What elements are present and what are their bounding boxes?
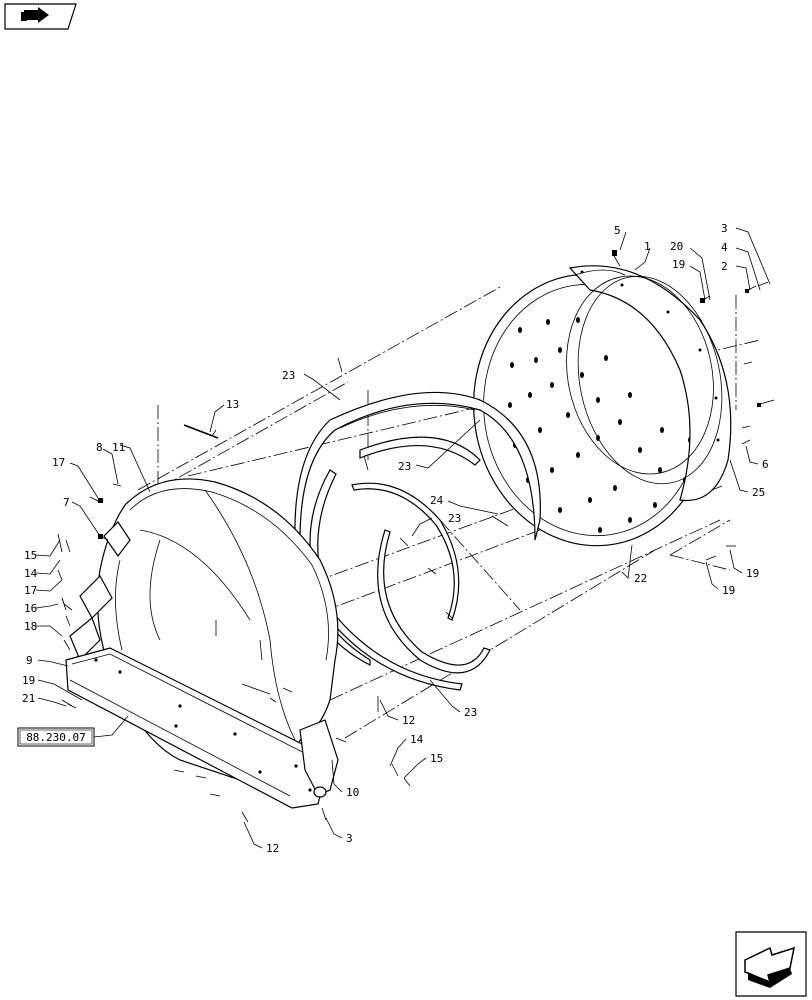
base-plate-part [65, 647, 331, 809]
callout-12: 12 [266, 842, 279, 855]
callout-4: 4 [721, 241, 728, 254]
callout-25: 25 [752, 486, 765, 499]
return-arrow-icon[interactable] [4, 3, 77, 30]
callout-13: 13 [226, 398, 239, 411]
continue-arrow-icon[interactable] [735, 931, 807, 997]
leader-lines [35, 227, 771, 849]
callout-15: 15 [430, 752, 443, 765]
callout-14: 14 [410, 733, 424, 746]
callout-14: 14 [24, 567, 38, 580]
curved-vane-inner-1 [359, 436, 481, 466]
callout-11: 11 [112, 441, 125, 454]
reference-label: 88.230.07 [26, 731, 86, 744]
callout-23: 23 [448, 512, 461, 525]
callout-19: 19 [722, 584, 735, 597]
callout-12: 12 [402, 714, 415, 727]
callout-24: 24 [430, 494, 444, 507]
callout-3: 3 [346, 832, 353, 845]
callout-22: 22 [634, 572, 647, 585]
callout-23: 23 [282, 369, 295, 382]
callout-19: 19 [22, 674, 35, 687]
bracket-part [299, 719, 339, 798]
callout-17: 17 [52, 456, 65, 469]
callout-16: 16 [24, 602, 37, 615]
callout-19: 19 [746, 567, 759, 580]
curved-vane-lower [377, 529, 491, 674]
callout-19: 19 [672, 258, 685, 271]
callout-18: 18 [24, 620, 37, 633]
callout-8: 8 [96, 441, 103, 454]
callout-7: 7 [63, 496, 70, 509]
callout-3: 3 [721, 222, 728, 235]
callout-1: 1 [644, 240, 651, 253]
callout-9: 9 [26, 654, 33, 667]
callout-15: 15 [24, 549, 37, 562]
callout-17: 17 [24, 584, 37, 597]
callout-6: 6 [762, 458, 769, 471]
callout-10: 10 [346, 786, 359, 799]
callout-20: 20 [670, 240, 683, 253]
callout-23: 23 [464, 706, 477, 719]
callout-labels: 5 1 20 19 3 4 2 23 13 8 11 17 23 6 7 24 … [22, 222, 769, 855]
reference-link[interactable]: 88.230.07 [17, 727, 95, 747]
callout-5: 5 [614, 224, 621, 237]
callout-23: 23 [398, 460, 411, 473]
callout-21: 21 [22, 692, 35, 705]
callout-2: 2 [721, 260, 728, 273]
